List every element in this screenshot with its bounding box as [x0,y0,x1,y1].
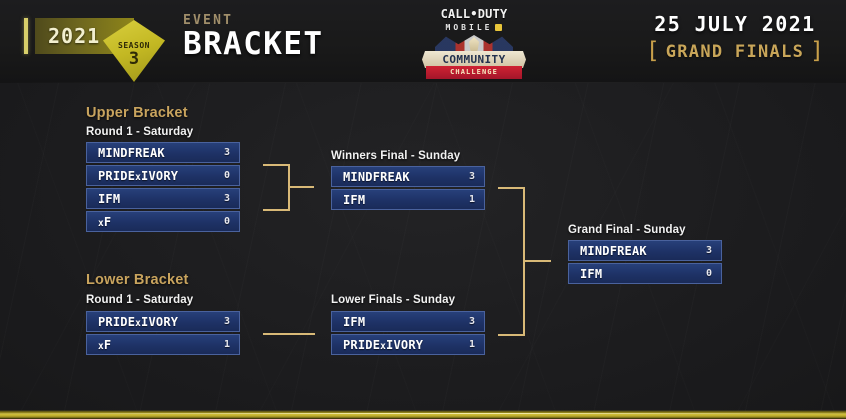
bracket-connector-line [263,209,289,211]
event-phase: GRAND FINALS [665,41,805,62]
team-score: 1 [223,339,230,350]
title-main: BRACKET [183,26,324,62]
badge-accent-tick [24,18,28,54]
lower-bracket-round-label: Round 1 - Saturday [86,294,194,306]
team-name: MINDFREAK [98,145,165,160]
event-phase-row: [ GRAND FINALS ] [646,40,824,63]
team-score: 3 [223,193,230,204]
grand-final-round-label: Grand Final - Sunday [568,224,686,236]
table-row[interactable]: IFM 3 [331,311,485,332]
header-bar: 2021 SEASON 3 EVENT BRACKET CALL•DUTY MO… [0,0,846,83]
bracket-open-icon: [ [645,38,660,64]
team-name: MINDFREAK [580,243,647,258]
crest-ribbon-label: CHALLENGE [450,68,498,76]
winners-final-round-label: Winners Final - Sunday [331,150,461,162]
team-score: 3 [223,316,230,327]
table-row[interactable]: xF 1 [86,334,240,355]
team-name: IFM [343,192,366,207]
crest-ribbon: CHALLENGE [426,66,522,79]
bracket-close-icon: ] [810,38,824,64]
match-upper-r1-m1[interactable]: MINDFREAK 3 PRIDExIVORY 0 [86,142,240,186]
team-name: IFM [580,266,603,281]
team-score: 0 [705,268,712,279]
team-name: IFM [343,314,366,329]
season-word: SEASON [118,40,150,50]
team-score: 0 [223,170,230,181]
table-row[interactable]: PRIDExIVORY 0 [86,165,240,186]
bottom-accent-bar [0,410,846,419]
match-lower-r1-m1[interactable]: PRIDExIVORY 3 xF 1 [86,311,240,355]
bracket-connector-line [288,186,314,188]
table-row[interactable]: xF 0 [86,211,240,232]
badge-year: 2021 [48,24,101,48]
team-name: xF [98,337,112,352]
team-score: 1 [468,194,475,205]
esports-mark-icon [495,24,503,31]
bracket-connector-line [498,334,524,336]
season-number: 3 [128,48,140,69]
team-score: 3 [705,245,712,256]
call-of-duty-mobile-logo: CALL•DUTY MOBILE COMMUNITY CHALLENGE [415,7,533,79]
team-score: 3 [468,316,475,327]
table-row[interactable]: IFM 1 [331,189,485,210]
event-date-block: 25 JULY 2021 [ GRAND FINALS ] [646,12,824,63]
platform-label: MOBILE [445,23,493,32]
table-row[interactable]: MINDFREAK 3 [331,166,485,187]
bracket-connector-line [498,187,524,189]
team-name: PRIDExIVORY [98,314,179,329]
crest-eagle-icon [468,37,480,59]
table-row[interactable]: PRIDExIVORY 1 [331,334,485,355]
community-challenge-crest-icon: COMMUNITY CHALLENGE [422,35,526,79]
match-upper-r1-m2[interactable]: IFM 3 xF 0 [86,188,240,232]
lower-finals-round-label: Lower Finals - Sunday [331,294,456,306]
team-score: 1 [468,339,475,350]
table-row[interactable]: IFM 3 [86,188,240,209]
match-grand-final[interactable]: MINDFREAK 3 IFM 0 [568,240,722,284]
crest-band: COMMUNITY [422,51,526,68]
bracket-connector-line [263,333,315,335]
event-date: 25 JULY 2021 [654,12,816,36]
lower-bracket-heading: Lower Bracket [86,272,189,288]
table-row[interactable]: IFM 0 [568,263,722,284]
team-score: 3 [468,171,475,182]
team-score: 3 [223,147,230,158]
upper-bracket-heading: Upper Bracket [86,105,188,121]
team-name: IFM [98,191,121,206]
table-row[interactable]: MINDFREAK 3 [568,240,722,261]
match-winners-final[interactable]: MINDFREAK 3 IFM 1 [331,166,485,210]
team-name: PRIDExIVORY [343,337,424,352]
page-title: EVENT BRACKET [183,13,323,61]
team-name: xF [98,214,112,229]
cod-platform-text: MOBILE [446,23,503,32]
team-score: 0 [223,216,230,227]
table-row[interactable]: MINDFREAK 3 [86,142,240,163]
crest-band-label: COMMUNITY [442,53,506,66]
team-name: MINDFREAK [343,169,410,184]
cod-brand-text: CALL•DUTY [440,7,508,21]
season-badge: 2021 SEASON 3 [24,14,165,82]
table-row[interactable]: PRIDExIVORY 3 [86,311,240,332]
bracket-connector-line [263,164,289,166]
match-lower-finals[interactable]: IFM 3 PRIDExIVORY 1 [331,311,485,355]
title-kicker: EVENT [183,13,234,28]
team-name: PRIDExIVORY [98,168,179,183]
bracket-connector-line [523,260,551,262]
upper-bracket-round-label: Round 1 - Saturday [86,126,194,138]
